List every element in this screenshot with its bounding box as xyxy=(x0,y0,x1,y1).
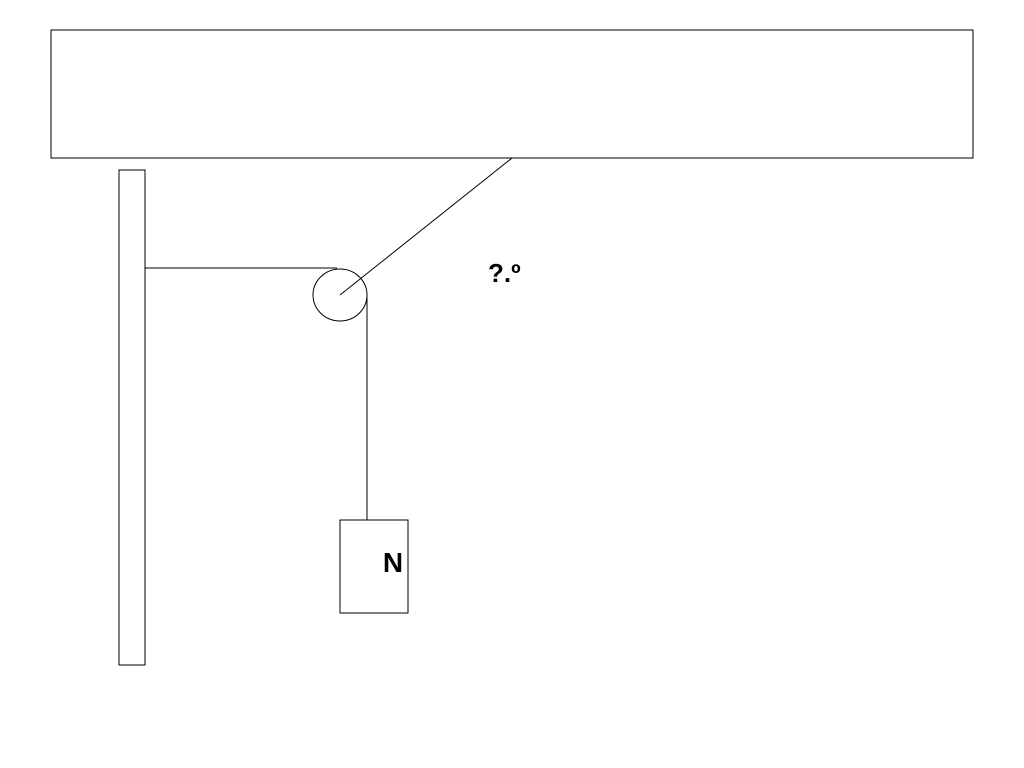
angled-rope xyxy=(339,157,513,296)
mass-label: N xyxy=(383,547,403,578)
vertical-post xyxy=(118,169,146,666)
ceiling-beam xyxy=(50,29,974,159)
angle-label: ?.º xyxy=(488,258,521,288)
hanging-mass xyxy=(339,519,409,614)
